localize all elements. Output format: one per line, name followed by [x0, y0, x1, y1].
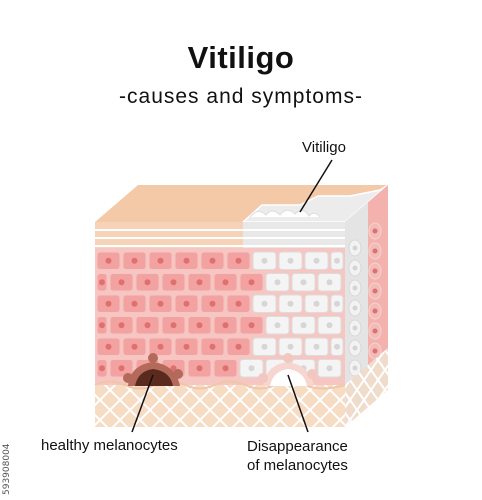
cell-nucleus — [235, 300, 242, 307]
cell-nucleus — [235, 343, 242, 350]
cell-nucleus — [300, 322, 307, 329]
cell-nucleus — [300, 279, 307, 286]
cell-nucleus — [118, 322, 125, 329]
cell-nucleus — [326, 279, 333, 286]
cell-nucleus — [261, 257, 268, 264]
label-disappearance-line1: Disappearance — [247, 438, 348, 455]
dermis-front — [95, 385, 345, 427]
side-cell-nucleus — [352, 345, 358, 351]
cell-nucleus — [261, 300, 268, 307]
cell-nucleus — [274, 322, 281, 329]
side-cell-nucleus — [372, 288, 378, 294]
cell-nucleus — [99, 322, 105, 329]
cell-nucleus — [248, 322, 255, 329]
label-disappearance-line2: of melanocytes — [247, 457, 348, 474]
side-cell-nucleus — [372, 308, 378, 314]
side-cell-nucleus — [372, 228, 378, 234]
cell-nucleus — [196, 322, 203, 329]
cell-nucleus — [209, 257, 216, 264]
stratum-corneum-front — [95, 222, 345, 248]
cell-nucleus — [131, 343, 138, 350]
cell-nucleus — [235, 257, 242, 264]
side-cell-nucleus — [352, 265, 358, 271]
diagram-title: Vitiligo — [187, 40, 295, 75]
cell-nucleus — [105, 257, 112, 264]
cell-nucleus — [105, 300, 112, 307]
vitiligo-flakes — [249, 209, 321, 218]
cell-nucleus — [313, 300, 320, 307]
pointer-disappear — [287, 374, 309, 433]
cell-nucleus — [261, 343, 268, 350]
label-healthy-melanocytes: healthy melanocytes — [41, 437, 178, 454]
cell-nucleus — [144, 279, 151, 286]
cell-nucleus — [222, 279, 229, 286]
cell-nucleus — [170, 365, 177, 372]
cell-nucleus — [99, 279, 105, 286]
cell-nucleus — [157, 343, 164, 350]
pointer-healthy — [131, 374, 154, 433]
cell-nucleus — [287, 257, 294, 264]
label-vitiligo: Vitiligo — [302, 139, 346, 156]
cell-nucleus — [274, 279, 281, 286]
cell-nucleus — [326, 322, 333, 329]
side-cell-nucleus — [352, 325, 358, 331]
cell-nucleus — [313, 343, 320, 350]
side-cell-nucleus — [372, 328, 378, 334]
cell-nucleus — [196, 365, 203, 372]
side-cell-nucleus — [372, 348, 378, 354]
stock-id: 593908004 — [2, 443, 12, 495]
cell-nucleus — [131, 257, 138, 264]
cell-nucleus — [334, 343, 340, 350]
cell-nucleus — [209, 343, 216, 350]
cell-nucleus — [99, 365, 105, 372]
cell-nucleus — [118, 365, 125, 372]
cell-nucleus — [313, 257, 320, 264]
cell-nucleus — [131, 300, 138, 307]
diagram-subtitle: -causes and symptoms- — [119, 85, 363, 108]
side-cell-nucleus — [352, 305, 358, 311]
side-cells — [348, 222, 382, 377]
pointer-vitiligo — [299, 159, 333, 213]
cell-nucleus — [334, 257, 340, 264]
epidermis-cells — [95, 248, 345, 385]
side-cell-nucleus — [352, 365, 358, 371]
cell-nucleus — [222, 322, 229, 329]
dermis-side — [345, 348, 388, 427]
cell-nucleus — [183, 300, 190, 307]
side-cell-nucleus — [372, 268, 378, 274]
cell-nucleus — [157, 257, 164, 264]
cell-nucleus — [287, 343, 294, 350]
cell-nucleus — [248, 365, 255, 372]
cell-nucleus — [209, 300, 216, 307]
cell-nucleus — [287, 300, 294, 307]
side-cell-nucleus — [372, 248, 378, 254]
cell-nucleus — [222, 365, 229, 372]
cell-nucleus — [144, 322, 151, 329]
cell-nucleus — [183, 343, 190, 350]
side-cell-nucleus — [352, 245, 358, 251]
cell-nucleus — [326, 365, 333, 372]
label-disappearance: Disappearance of melanocytes — [247, 437, 348, 475]
healthy-melanocyte — [123, 353, 183, 386]
cell-nucleus — [248, 279, 255, 286]
side-cell-nucleus — [352, 285, 358, 291]
cell-nucleus — [105, 343, 112, 350]
disappeared-melanocyte — [258, 353, 317, 386]
cell-nucleus — [118, 279, 125, 286]
cell-nucleus — [183, 257, 190, 264]
cell-nucleus — [334, 300, 340, 307]
cell-nucleus — [170, 279, 177, 286]
cell-nucleus — [170, 322, 177, 329]
cell-nucleus — [157, 300, 164, 307]
cell-nucleus — [196, 279, 203, 286]
